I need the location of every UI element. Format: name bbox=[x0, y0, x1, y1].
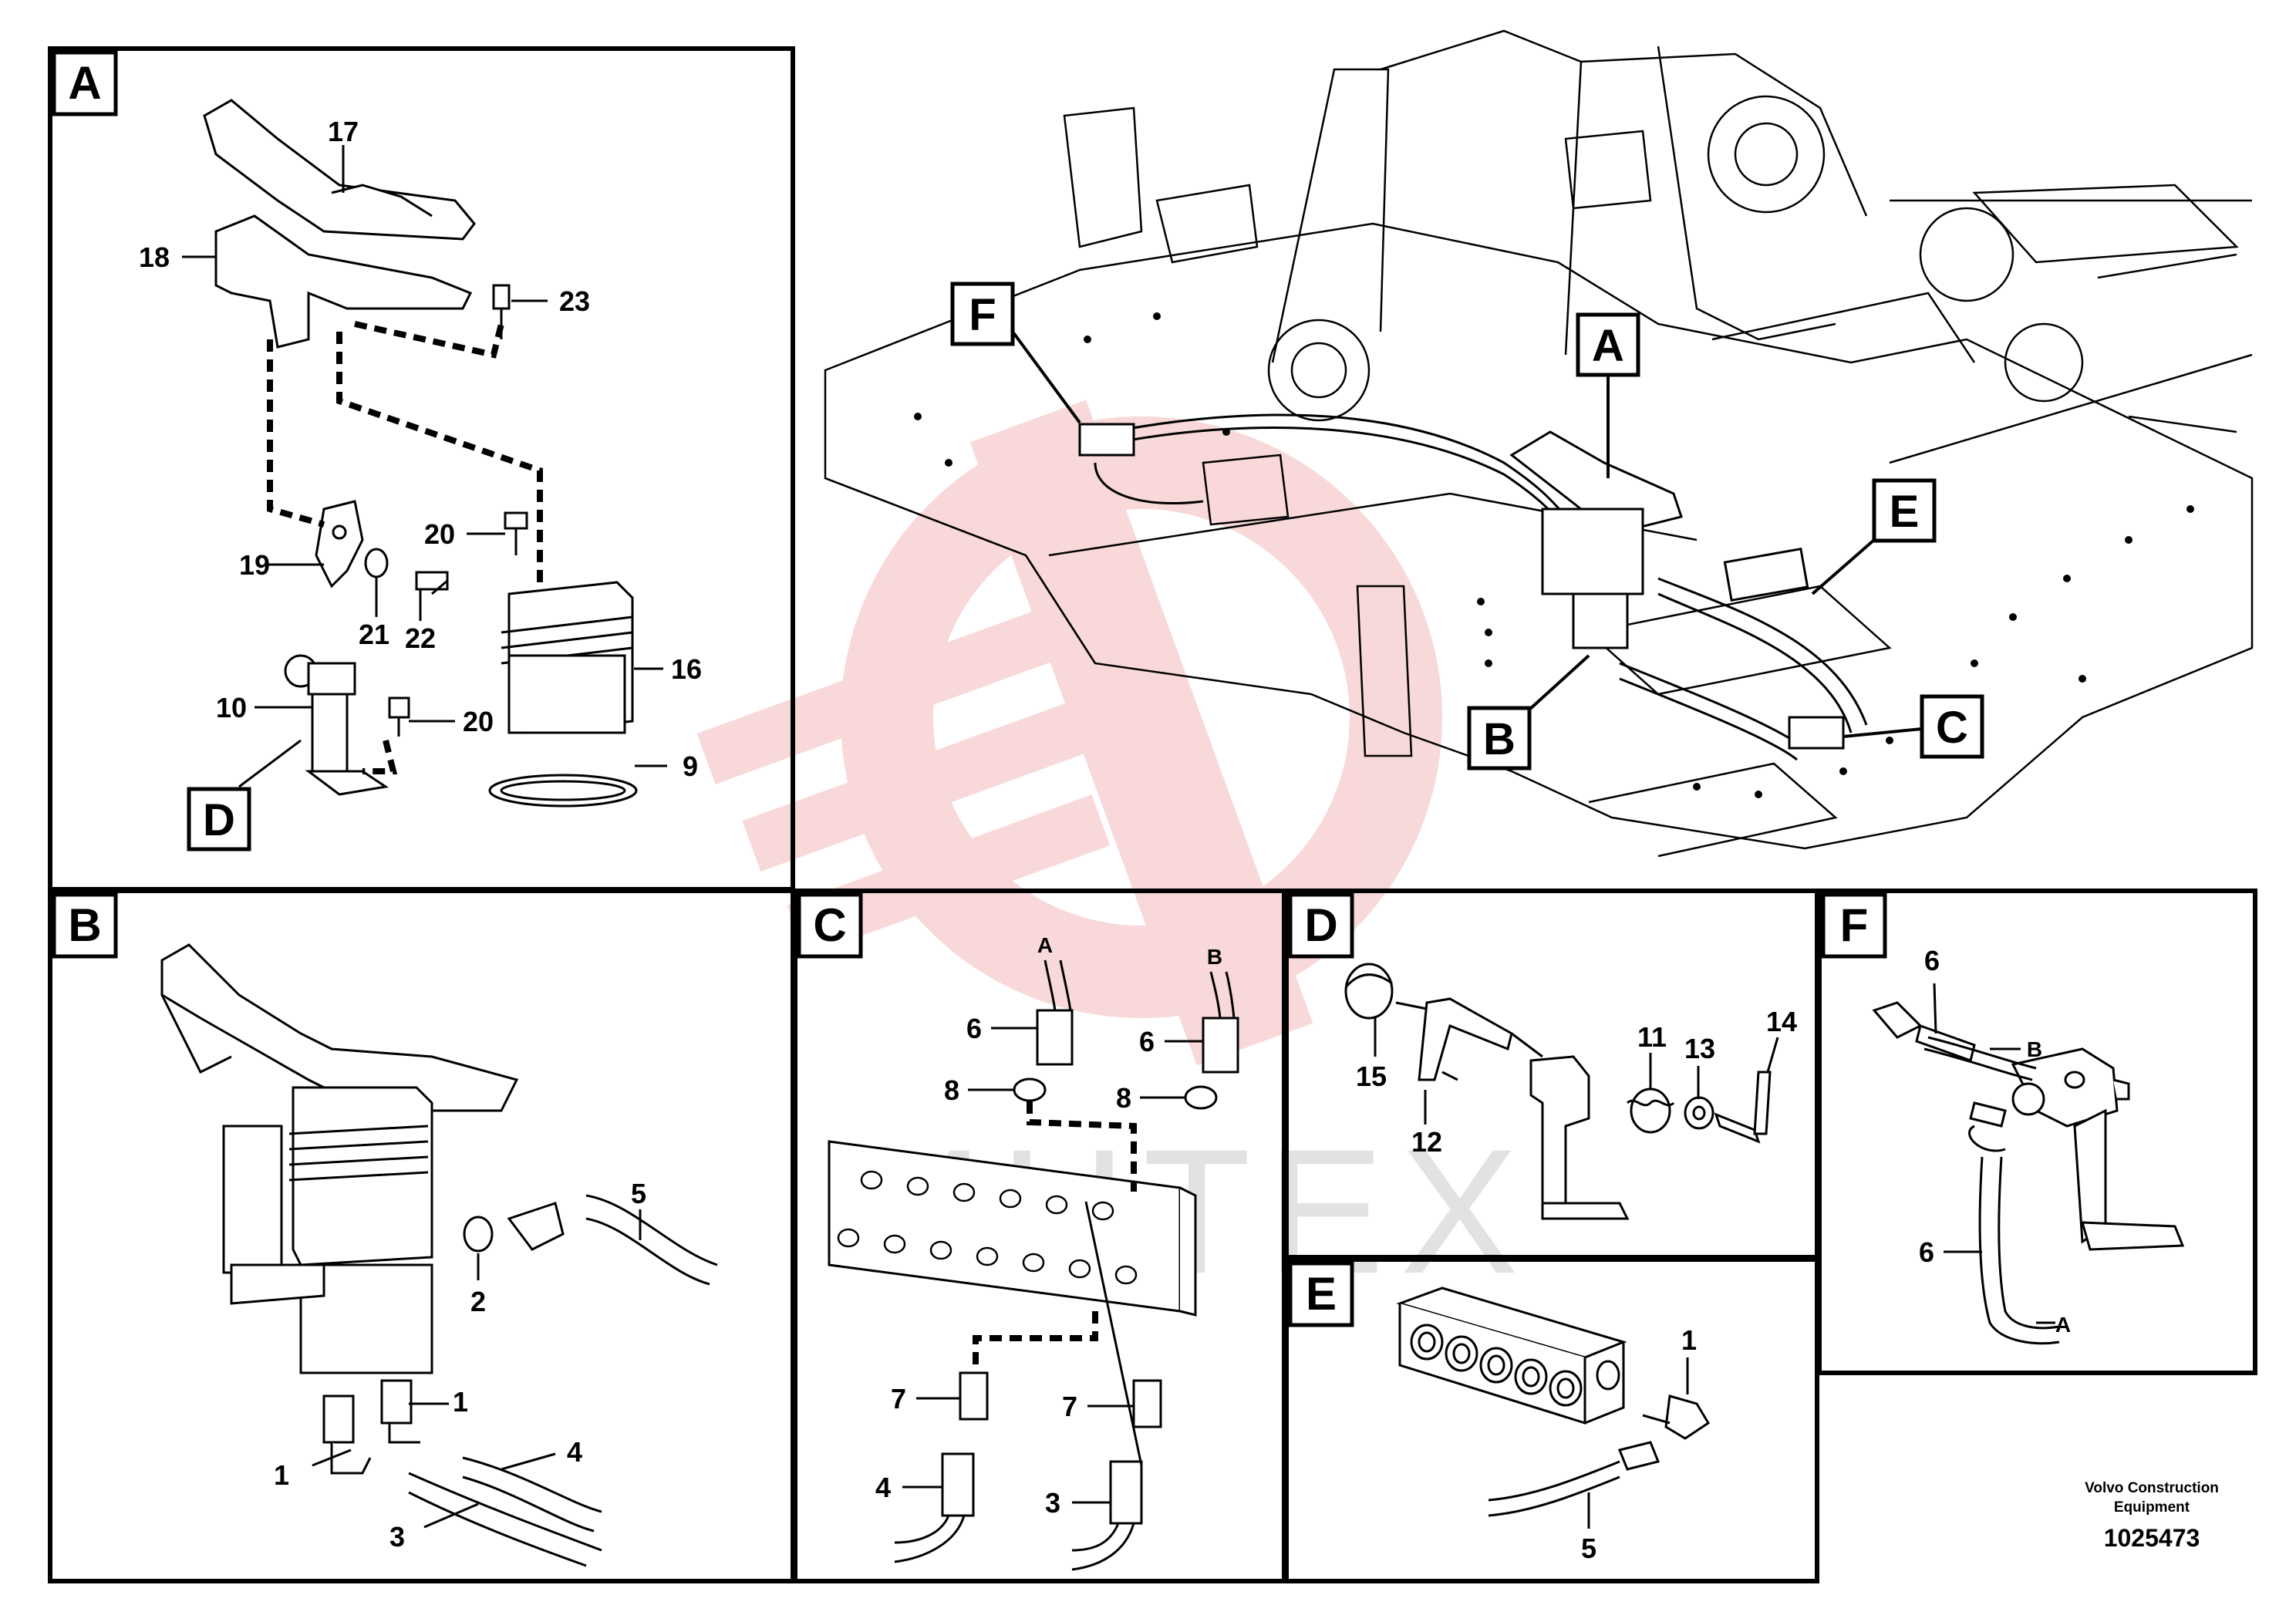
watermark-logo bbox=[696, 400, 1442, 1066]
part-1-upper-label: 1 bbox=[453, 1386, 468, 1418]
part-5-label: 5 bbox=[631, 1178, 646, 1209]
svg-text:D: D bbox=[1304, 899, 1337, 951]
panel-e-hoses bbox=[1488, 1460, 1620, 1517]
panel-c-dashed-links bbox=[973, 1101, 1137, 1373]
overview-callout-a: A bbox=[1576, 312, 1640, 478]
drawing-number: 1025473 bbox=[2104, 1524, 2200, 1552]
overview-bolt-holes bbox=[914, 312, 2194, 798]
panel-e-frame bbox=[1284, 1257, 1819, 1583]
publisher-footer: Volvo Construction Equipment 1025473 bbox=[2085, 1480, 2219, 1552]
panel-d-leaders bbox=[1374, 1018, 1779, 1125]
panel-f-leaders bbox=[1933, 983, 2055, 1324]
part-6-bottom-label-f: 6 bbox=[1919, 1236, 1934, 1268]
panel-b-drawing bbox=[160, 943, 565, 1475]
svg-text:A: A bbox=[1592, 321, 1624, 371]
part-5-label-e: 5 bbox=[1581, 1533, 1596, 1564]
overview-pedal-assembly bbox=[1078, 423, 1845, 750]
part-13-label: 13 bbox=[1684, 1033, 1715, 1064]
part-20-upper-label: 20 bbox=[424, 518, 455, 550]
part-4-label: 4 bbox=[567, 1436, 582, 1468]
panel-letter-f: F bbox=[1821, 892, 1887, 959]
overview-callout-f: F bbox=[950, 282, 1081, 424]
svg-text:E: E bbox=[1890, 487, 1920, 537]
panel-e-part-numbers: 1 5 bbox=[1581, 1324, 1697, 1564]
panel-frames bbox=[48, 46, 2257, 1583]
hose-ref-a-label-f: A bbox=[2055, 1313, 2071, 1337]
panel-a-drawing bbox=[203, 99, 638, 808]
panel-a-frame bbox=[48, 46, 795, 892]
svg-text:C: C bbox=[1936, 703, 1968, 753]
panel-letter-b: B bbox=[52, 892, 118, 959]
hose-ref-b-label: B bbox=[1207, 945, 1222, 969]
svg-text:B: B bbox=[68, 899, 101, 951]
panel-f-frame bbox=[1817, 889, 2257, 1375]
part-17-label: 17 bbox=[328, 116, 359, 147]
part-14-label: 14 bbox=[1766, 1006, 1797, 1037]
panel-a-leaders bbox=[182, 145, 667, 788]
part-9-label: 9 bbox=[683, 750, 698, 782]
panel-f-hoses bbox=[1923, 1036, 2060, 1345]
panel-a-detail-callout-d: D bbox=[187, 787, 251, 851]
company-name-line1: Volvo Construction bbox=[2085, 1480, 2219, 1496]
part-3-label: 3 bbox=[389, 1521, 405, 1553]
part-23-label: 23 bbox=[559, 285, 590, 317]
part-8-left-label: 8 bbox=[944, 1074, 959, 1106]
hose-ref-b-label-f: B bbox=[2027, 1037, 2042, 1061]
part-4-label-c: 4 bbox=[875, 1472, 891, 1503]
panel-letter-d: D bbox=[1288, 892, 1354, 959]
svg-text:F: F bbox=[1840, 899, 1869, 951]
part-6-top-label-f: 6 bbox=[1924, 945, 1940, 976]
panel-a-dashed-links bbox=[267, 321, 543, 774]
part-2-label: 2 bbox=[470, 1286, 486, 1317]
part-16-label: 16 bbox=[671, 653, 702, 685]
part-3-label-c: 3 bbox=[1045, 1487, 1060, 1519]
hose-ref-a-label: A bbox=[1037, 933, 1053, 957]
overview-callout-b: B bbox=[1467, 654, 1590, 771]
overview-callout-c: C bbox=[1843, 694, 1984, 759]
panel-b-hoses bbox=[408, 1194, 718, 1567]
panel-b-part-numbers: 5 2 1 4 1 3 bbox=[274, 1178, 646, 1553]
part-21-label: 21 bbox=[359, 619, 389, 650]
panel-c-manifold-ports bbox=[837, 1170, 1138, 1285]
svg-text:E: E bbox=[1306, 1268, 1337, 1320]
part-10-label: 10 bbox=[216, 692, 247, 723]
panel-letter-c: C bbox=[797, 892, 863, 959]
panel-b-leaders bbox=[312, 1209, 642, 1529]
part-12-label: 12 bbox=[1411, 1126, 1442, 1158]
part-6-left-label: 6 bbox=[966, 1013, 982, 1044]
part-1-lower-label: 1 bbox=[274, 1459, 289, 1491]
svg-text:D: D bbox=[203, 795, 235, 845]
overview-callout-e: E bbox=[1811, 478, 1937, 595]
company-name-line2: Equipment bbox=[2114, 1499, 2190, 1516]
part-7-right-label: 7 bbox=[1062, 1391, 1077, 1422]
part-22-label: 22 bbox=[405, 622, 436, 654]
panel-f-drawing bbox=[1872, 1001, 2185, 1251]
svg-text:A: A bbox=[68, 57, 101, 109]
panel-c-leaders bbox=[902, 1027, 1203, 1504]
panel-a-part-numbers: 17 18 23 20 19 21 22 16 10 20 9 bbox=[139, 116, 702, 782]
svg-text:C: C bbox=[813, 899, 846, 951]
panel-letter-a: A bbox=[52, 50, 118, 116]
panel-letter-e: E bbox=[1288, 1261, 1354, 1327]
part-8-right-label: 8 bbox=[1116, 1082, 1131, 1114]
panel-d-drawing bbox=[1344, 963, 1772, 1220]
panel-e-leaders bbox=[1587, 1357, 1689, 1529]
svg-text:F: F bbox=[969, 290, 996, 340]
part-11-label: 11 bbox=[1637, 1021, 1667, 1053]
panel-f-labels: 6 B 6 A bbox=[1919, 945, 2071, 1337]
part-15-label: 15 bbox=[1356, 1061, 1387, 1092]
panel-c-labels: A B 6 6 8 8 7 7 4 3 bbox=[875, 933, 1222, 1519]
part-19-label: 19 bbox=[239, 549, 270, 581]
svg-text:B: B bbox=[1483, 714, 1515, 764]
part-20-lower-label: 20 bbox=[463, 706, 494, 737]
panel-d-part-numbers: 11 13 14 15 12 bbox=[1356, 1006, 1797, 1158]
part-1-label-e: 1 bbox=[1681, 1324, 1697, 1356]
part-7-left-label: 7 bbox=[891, 1383, 906, 1415]
panel-e-drawing bbox=[1396, 1286, 1711, 1471]
part-6-right-label: 6 bbox=[1139, 1026, 1155, 1057]
part-18-label: 18 bbox=[139, 241, 170, 273]
